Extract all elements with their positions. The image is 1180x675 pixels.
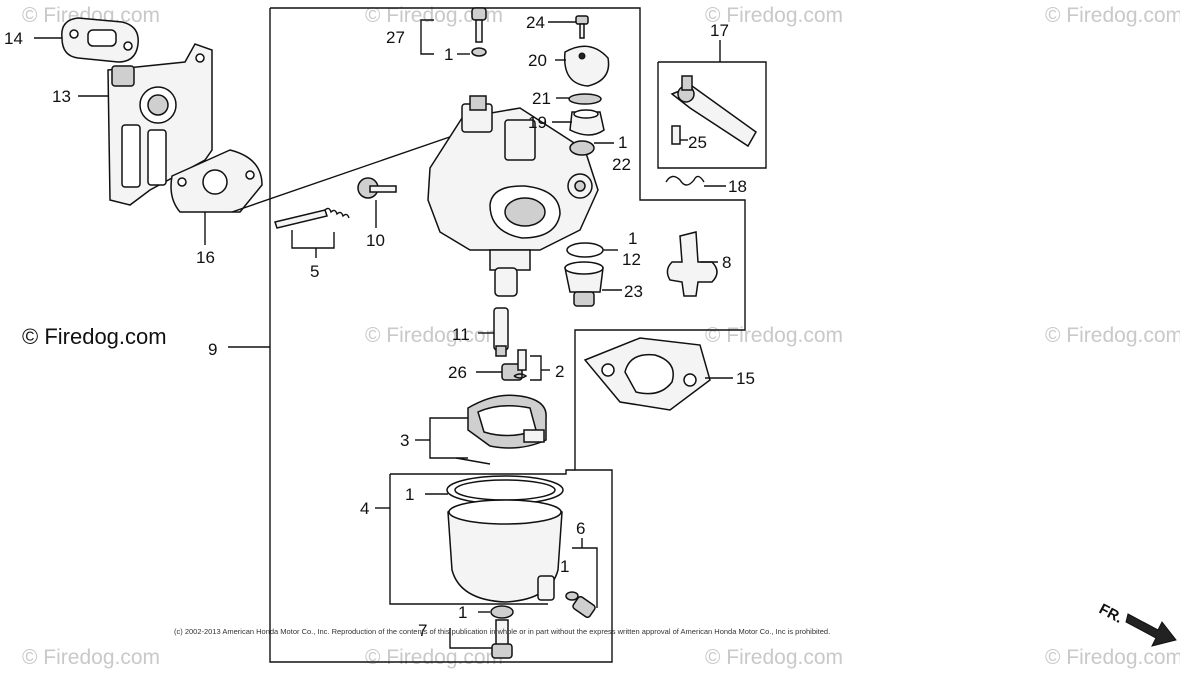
leader-line <box>231 129 471 213</box>
bolt-7 <box>491 619 513 659</box>
callout-1: 1 <box>458 603 467 622</box>
watermark-text: © Firedog.com <box>1045 646 1180 669</box>
pilot-screw-5 <box>274 207 350 229</box>
watermark-text: © Firedog.com <box>1045 4 1180 27</box>
watermark-text: © Firedog.com <box>22 4 160 27</box>
washer-1 <box>565 591 579 601</box>
leader-bracket <box>449 628 492 649</box>
callout-14: 14 <box>4 29 23 48</box>
leader-bracket <box>390 469 575 475</box>
choke-valve-8 <box>666 231 718 297</box>
callout-13: 13 <box>52 87 71 106</box>
callout-6: 6 <box>576 519 585 538</box>
callout-26: 26 <box>448 363 467 382</box>
leader-bracket <box>429 417 468 459</box>
callout-1: 1 <box>560 557 569 576</box>
brand-watermark: © Firedog.com <box>22 324 167 349</box>
callout-3: 3 <box>400 431 409 450</box>
callout-25: 25 <box>688 133 707 152</box>
front-direction-arrow: FR. <box>1096 601 1177 647</box>
callout-labels: 14 13 16 5 10 9 27 1 24 20 21 19 1 22 17… <box>4 13 755 640</box>
callout-10: 10 <box>366 231 385 250</box>
callout-21: 21 <box>532 89 551 108</box>
holder-19 <box>569 109 605 136</box>
gasket-14 <box>61 17 139 63</box>
watermark-text: © Firedog.com <box>705 324 843 347</box>
filter-22 <box>569 140 595 156</box>
leader-bracket <box>530 355 542 381</box>
callout-24: 24 <box>526 13 545 32</box>
front-label: FR. <box>1096 601 1125 627</box>
callout-7: 7 <box>418 621 427 640</box>
float-pin <box>455 457 491 465</box>
callout-20: 20 <box>528 51 547 70</box>
throttle-stop-screw-10 <box>357 177 397 199</box>
cover-20 <box>563 45 610 87</box>
leader-bracket <box>420 19 434 55</box>
watermark-text: © Firedog.com <box>365 646 503 669</box>
callout-5: 5 <box>310 262 319 281</box>
watermark-text: © Firedog.com <box>365 4 503 27</box>
assembly-outline <box>269 7 746 663</box>
screw-24 <box>575 15 589 39</box>
pin-25 <box>671 125 681 145</box>
leader-bracket <box>291 230 335 249</box>
callout-1: 1 <box>405 485 414 504</box>
watermark-text: © Firedog.com <box>365 324 503 347</box>
callout-17: 17 <box>710 21 729 40</box>
float-3 <box>467 394 547 449</box>
callout-1: 1 <box>618 133 627 152</box>
gasket-15 <box>583 337 711 411</box>
callout-23: 23 <box>624 282 643 301</box>
watermark-text: © Firedog.com <box>705 4 843 27</box>
callout-27: 27 <box>386 28 405 47</box>
callout-4: 4 <box>360 499 369 518</box>
gasket-16 <box>170 149 263 213</box>
callout-1: 1 <box>628 229 637 248</box>
float-chamber-4 <box>446 475 564 603</box>
spring-18 <box>665 175 705 186</box>
watermark-text: © Firedog.com <box>1045 324 1180 347</box>
callout-1: 1 <box>444 45 453 64</box>
o-ring-12 <box>566 242 604 258</box>
washer-1 <box>471 47 487 57</box>
float-valve-2 <box>513 349 528 379</box>
callout-8: 8 <box>722 253 731 272</box>
leader-bracket <box>572 547 598 608</box>
o-ring-21 <box>568 93 602 105</box>
group-box-17 <box>657 61 767 169</box>
callout-9: 9 <box>208 340 217 359</box>
arrow-icon <box>1125 613 1177 647</box>
callout-18: 18 <box>728 177 747 196</box>
valve-23 <box>564 261 604 307</box>
callout-11: 11 <box>452 325 470 344</box>
callout-12: 12 <box>622 250 641 269</box>
callout-2: 2 <box>555 362 564 381</box>
washer-1 <box>490 605 514 619</box>
watermark-text: © Firedog.com <box>705 646 843 669</box>
needle-jet-11 <box>493 307 509 357</box>
copyright-notice: (c) 2002-2013 American Honda Motor Co., … <box>174 627 830 636</box>
callout-16: 16 <box>196 248 215 267</box>
screw-27 <box>471 7 487 43</box>
leader-bracket <box>389 474 548 605</box>
callout-15: 15 <box>736 369 755 388</box>
insulator-bracket-13 <box>107 43 213 206</box>
choke-lever-17 <box>670 75 757 148</box>
callout-22: 22 <box>612 155 631 174</box>
watermark-layer: © Firedog.com © Firedog.com © Firedog.co… <box>22 4 1180 669</box>
callout-19: 19 <box>528 113 547 132</box>
drain-screw-6 <box>572 595 596 619</box>
watermark-text: © Firedog.com <box>22 646 160 669</box>
carburetor-body <box>427 95 599 297</box>
